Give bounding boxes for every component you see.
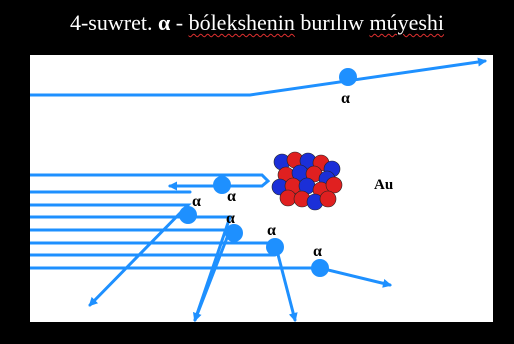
alpha-label: α	[267, 222, 276, 239]
caption-word-3: múyeshi	[369, 10, 445, 35]
caption-word-2: burılıw	[300, 10, 364, 35]
nucleus-label: Au	[374, 177, 393, 193]
track-small-deflection	[30, 57, 487, 97]
scattering-diagram: α α α α α α	[30, 55, 493, 322]
alpha-particle	[311, 259, 329, 277]
alpha-particle	[213, 176, 231, 194]
alpha-label: α	[192, 193, 201, 210]
alpha-particle	[266, 238, 284, 256]
alpha-particle	[339, 68, 357, 86]
alpha-particle	[225, 224, 243, 242]
scattering-svg: α α α α α α	[30, 57, 487, 322]
caption-prefix: 4-suwret.	[69, 10, 158, 35]
track-deflect-1	[30, 203, 192, 307]
alpha-label: α	[226, 210, 235, 227]
gold-nucleus	[271, 151, 343, 211]
alpha-label: α	[227, 188, 236, 205]
caption-alpha-symbol: α	[157, 10, 171, 35]
track-deflect-2	[30, 215, 233, 322]
track-backscatter	[30, 173, 271, 191]
alpha-label: α	[313, 243, 322, 260]
alpha-label: α	[341, 90, 350, 107]
caption-word-1: bólekshenin	[188, 10, 295, 35]
figure-caption: 4-suwret. α - bólekshenin burılıw múyesh…	[0, 10, 514, 36]
caption-dash: -	[170, 10, 189, 35]
alpha-particle	[179, 206, 197, 224]
